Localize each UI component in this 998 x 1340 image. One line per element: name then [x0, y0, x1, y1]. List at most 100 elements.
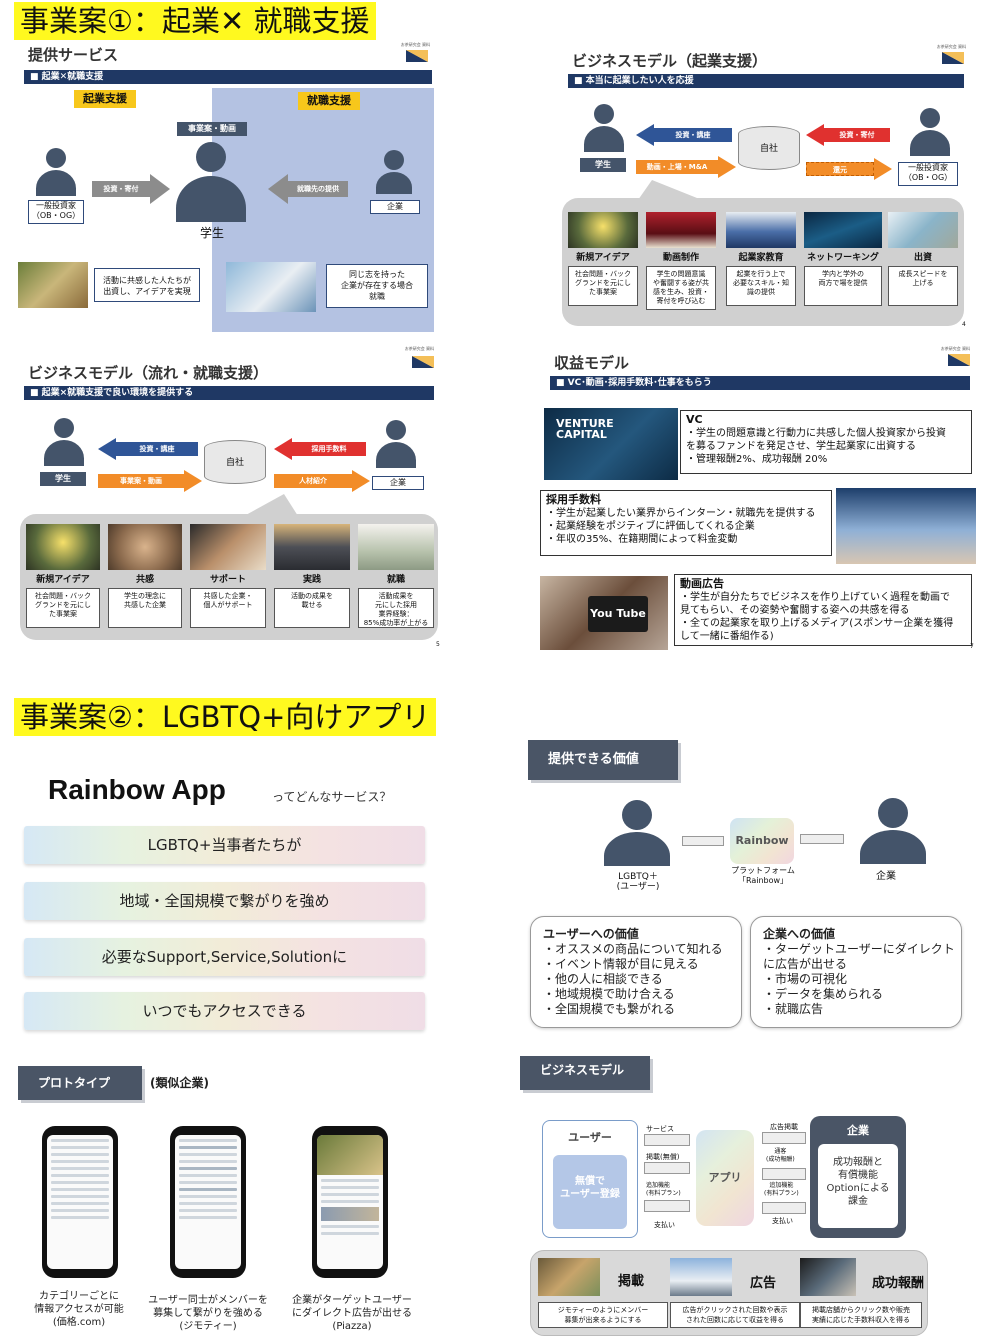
student-icon: [584, 104, 624, 152]
company-label: 企業: [876, 871, 896, 882]
bm-user-box: ユーザー 無償で ユーザー登録: [542, 1120, 638, 1238]
slide-title: ビジネスモデル（起業支援）: [572, 52, 768, 70]
slide-bar: ■ 本当に起業したい人を応援: [568, 74, 964, 88]
platform-label: プラットフォーム 「Rainbow」: [731, 866, 795, 885]
venture-capital-image: VENTURE CAPITAL: [544, 408, 678, 480]
rainbow-point-1: LGBTQ+当事者たちが: [24, 826, 425, 864]
hands-image: [538, 1258, 600, 1296]
slide-bar: ■ 起業✕就職支援: [24, 70, 432, 84]
rainbow-app-subtitle: ってどんなサービス？: [272, 790, 392, 804]
tile-video: 動画制作 学生の問題意識 や奮闘する姿が共 感を生み、投資・ 寄付を呼び込む: [646, 212, 716, 310]
feature-success-fee: 成功報酬 掲載店舗からクリック数や販売 実績に応じた手数料収入を得る: [800, 1258, 926, 1330]
arrow-paid-feature-icon: [644, 1200, 690, 1212]
arrow-ad-icon: [762, 1132, 806, 1144]
tile-empathy: 共感 学生の理念に 共感した企業: [108, 524, 182, 628]
investor-label: 一般投資家 （OB・OG）: [28, 200, 84, 224]
arrow-label-paid-feature: 追加機能 (有料プラン): [646, 1182, 681, 1197]
free-registration-box: 無償で ユーザー登録: [553, 1155, 627, 1229]
arrow-label-payment-2: 支払い: [772, 1217, 793, 1225]
arrow-label-ad: 広告掲載: [770, 1123, 798, 1131]
investor-icon: [36, 148, 76, 196]
company-label: 企業: [372, 476, 424, 490]
tag-startup-support: 起業支援: [74, 90, 136, 108]
slide-title: 収益モデル: [554, 354, 630, 372]
prototype-tab: プロトタイプ: [18, 1066, 142, 1100]
tile-education: 起業家教育 起業を行う上で 必要なスキル・知 識の提供: [726, 212, 796, 306]
caption-kakaku: カテゴリーごとに 情報アクセスが可能 (価格.com): [34, 1291, 124, 1328]
paper-note-image: [226, 262, 316, 312]
tile-employment: 就職 活動成果を 元にした採用 業界経験： 85%成功率が上がる: [358, 524, 434, 628]
arrow-free-listing-icon: [644, 1162, 690, 1174]
arrow-label-paid-feature-2: 追加機能 (有料プラン): [764, 1182, 799, 1197]
arrow-label-payment: 支払い: [654, 1221, 675, 1229]
student-label: 学生: [580, 158, 626, 172]
arrow-plan-video: 事業案・動画: [98, 470, 202, 492]
arrow-return: 還元: [806, 158, 892, 180]
crowd-hand-image: [836, 488, 976, 564]
tile-new-idea: 新規アイデア 社会問題・バック グランドを元にし た事業案: [26, 524, 100, 628]
tile-networking: ネットワーキング 学内と学外の 両方で場を提供: [804, 212, 882, 306]
tag-plan-video: 事業案・動画: [177, 122, 247, 136]
arrow-paid-feature-2-icon: [762, 1202, 806, 1214]
slide-title: ビジネスモデル（流れ・就職支援）: [28, 364, 269, 382]
arrow-success-fee-icon: [762, 1168, 806, 1180]
doc-badge: お茶研究会 資料: [400, 42, 430, 47]
revenue-video-ad: 動画広告 ・学生が自分たちでビジネスを作り上げていく過程を動画で 見てもらい、そ…: [674, 574, 972, 646]
section-title-2: 事業案②：LGBTQ+向けアプリ: [14, 698, 437, 736]
slide-services: 提供サービス お茶研究会 資料 ■ 起業✕就職支援 起業支援 就職支援 事業案・…: [14, 40, 434, 332]
rainbow-point-2: 地域・全国規模で繋がりを強め: [24, 882, 425, 920]
rainbow-app-title: Rainbow App: [48, 774, 226, 805]
lgbtq-user-icon: [604, 800, 670, 866]
student-icon: [176, 142, 246, 222]
tile-practice: 実践 活動の成果を 載せる: [274, 524, 350, 628]
business-model-tab: ビジネスモデル: [520, 1056, 650, 1090]
caption-company: 同じ志を持った 企業が存在する場合 就職: [326, 264, 428, 308]
rainbow-platform-box: Rainbow: [730, 818, 794, 864]
student-label: 学生: [40, 472, 86, 486]
page-number: 7: [970, 643, 974, 650]
feature-listing: 掲載 ジモティーのようにメンバー 募集が出来るようにする: [538, 1258, 668, 1330]
arrow-referral: 人材紹介: [274, 470, 370, 492]
page-number: 4: [962, 321, 966, 328]
success-fee-box: 成功報酬と 有償機能 Optionによる 課金: [818, 1144, 898, 1228]
student-icon: [44, 418, 84, 466]
bm-company-box: 企業 成功報酬と 有償機能 Optionによる 課金: [810, 1116, 906, 1238]
phone-kakaku: [42, 1126, 118, 1278]
arrow-service-icon: [644, 1134, 690, 1146]
investor-label: 一般投資家 （OB・OG）: [898, 162, 958, 186]
arrow-invest-course: 投資・講座: [98, 438, 198, 460]
arrow-invest-course: 投資・講座: [636, 124, 732, 146]
arrow-label-service: サービス: [646, 1125, 674, 1133]
page-number: 5: [436, 641, 440, 648]
arrow-video-listing: 動画・上場・M&A: [636, 156, 736, 178]
revenue-vc: VC ・学生の問題意識と行動力に共感した個人投資家から投資 を募るファンドを発足…: [680, 410, 972, 474]
coins-plant-image: [18, 262, 88, 308]
arrow-label-success-fee: 通客 (成功報酬): [766, 1148, 795, 1163]
company-value-box: 企業への価値 ・ターゲットユーザーにダイレクト に広告が出せる ・市場の可視化 …: [750, 916, 962, 1028]
tile-support: サポート 共感した企業・ 個人がサポート: [190, 524, 266, 628]
slide-revenue: 収益モデル お茶研究会 資料 ■ VC･動画･採用手数料･仕事をもらう VENT…: [540, 344, 976, 650]
doc-badge: お茶研究会 資料: [936, 44, 966, 49]
company-icon: [860, 798, 926, 864]
youtube-image: You Tube: [540, 576, 668, 650]
lgbtq-user-label: LGBTQ＋ (ユーザー): [616, 872, 660, 892]
feature-ads: 広告 広告がクリックされた回数や表示 された回数に応じて収益を得る: [670, 1258, 800, 1330]
slide-bar: ■ VC･動画･採用手数料･仕事をもらう: [550, 376, 970, 390]
tile-funding: 出資 成長スピードを 上げる: [888, 212, 958, 306]
company-icon: [376, 150, 412, 194]
arrow-label-free-listing: 掲載(無償): [646, 1153, 680, 1161]
value-tab: 提供できる価値: [528, 740, 678, 780]
self-company-cylinder: 自社: [204, 440, 266, 484]
doc-badge: お茶研究会 資料: [404, 346, 434, 351]
phone-jmty: [170, 1126, 246, 1278]
slide-bm-startup: ビジネスモデル（起業支援） お茶研究会 資料 ■ 本当に起業したい人を応援 学生…: [558, 40, 970, 332]
caption-jmty: ユーザー同士がメンバーを 募集して繋がりを強める (ジモティー): [148, 1295, 268, 1332]
rainbow-point-4: いつでもアクセスできる: [24, 992, 425, 1030]
student-label: 学生: [200, 226, 225, 240]
prototype-note: (類似企業): [150, 1076, 209, 1090]
bm-app-box: アプリ: [696, 1130, 754, 1226]
arrow-right-icon: [800, 834, 844, 844]
self-company-cylinder: 自社: [738, 126, 800, 170]
arrow-hiring-fee: 採用手数料: [274, 438, 366, 460]
tile-new-idea: 新規アイデア 社会問題・バック グランドを元にし た事業案: [568, 212, 638, 306]
